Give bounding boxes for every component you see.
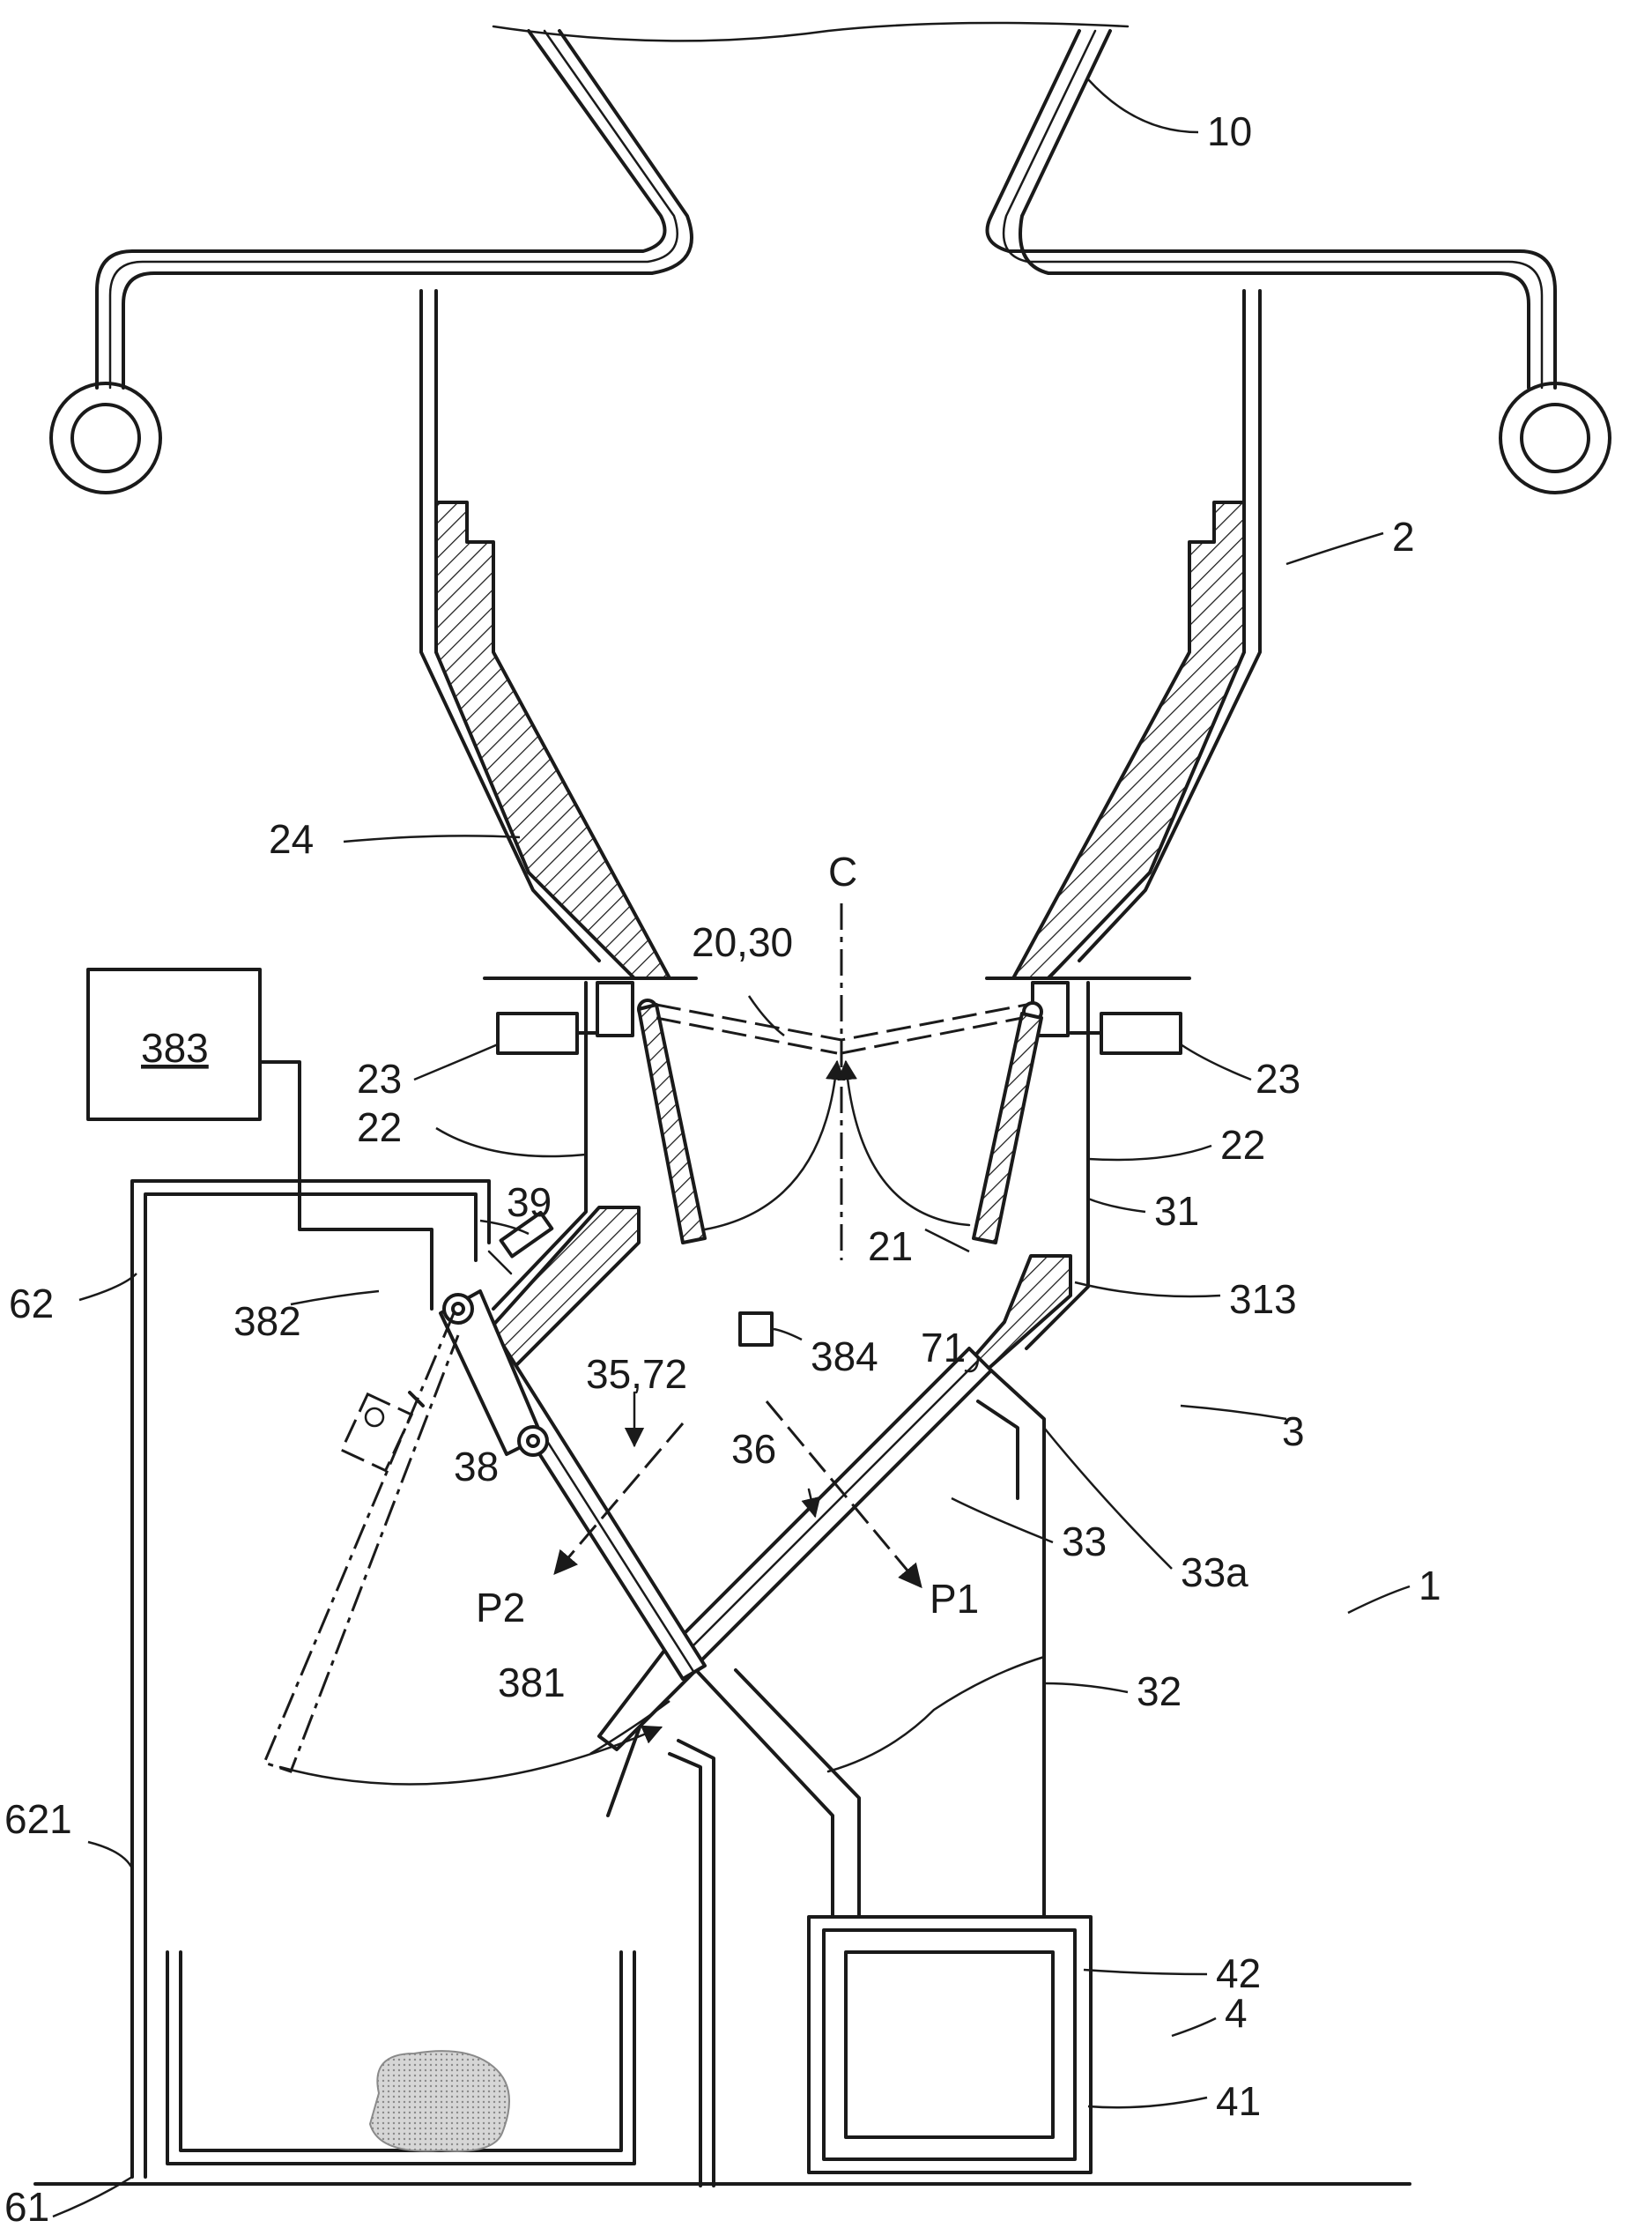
label-313: 313 <box>1229 1276 1297 1322</box>
bin-4 <box>809 1917 1091 2172</box>
label-4: 4 <box>1225 1990 1248 2036</box>
label-61: 61 <box>4 2184 49 2228</box>
label-35-72: 35,72 <box>586 1351 687 1397</box>
gate-right <box>974 1014 1041 1243</box>
label-10: 10 <box>1207 108 1252 154</box>
label-41: 41 <box>1216 2078 1261 2124</box>
reference-labels: 10 2 24 C 20,30 383 23 23 22 22 39 31 21… <box>4 108 1441 2228</box>
label-2: 2 <box>1392 514 1415 560</box>
actuator-right <box>1101 1014 1181 1053</box>
label-33a: 33a <box>1181 1549 1248 1595</box>
label-382: 382 <box>233 1298 301 1344</box>
label-71: 71 <box>921 1325 966 1370</box>
leader-lines <box>53 79 1410 2217</box>
label-c: C <box>828 849 857 895</box>
label-23-left: 23 <box>357 1056 402 1102</box>
upper-duct-10 <box>51 23 1610 493</box>
label-381: 381 <box>498 1660 566 1705</box>
label-20-30: 20,30 <box>692 919 793 965</box>
label-621: 621 <box>4 1796 72 1842</box>
label-62: 62 <box>9 1281 54 1326</box>
label-p2: P2 <box>476 1585 525 1630</box>
actuator-left <box>498 1014 577 1053</box>
label-23-right: 23 <box>1256 1056 1300 1102</box>
label-24: 24 <box>269 816 314 862</box>
label-1: 1 <box>1419 1563 1441 1608</box>
label-39: 39 <box>507 1179 552 1225</box>
label-383: 383 <box>141 1025 209 1071</box>
label-p1: P1 <box>930 1576 979 1622</box>
label-38: 38 <box>454 1444 499 1489</box>
chute-3 <box>480 1137 1088 2186</box>
gate-left <box>639 1005 705 1243</box>
label-31: 31 <box>1154 1188 1199 1234</box>
label-384: 384 <box>811 1333 878 1379</box>
label-22-left: 22 <box>357 1104 402 1150</box>
label-22-right: 22 <box>1220 1122 1265 1168</box>
sensor-384 <box>740 1313 772 1345</box>
label-21: 21 <box>868 1223 913 1269</box>
label-33: 33 <box>1062 1519 1107 1564</box>
waste-lump <box>370 2051 509 2151</box>
label-36: 36 <box>731 1426 776 1472</box>
label-32: 32 <box>1137 1668 1182 1714</box>
label-3: 3 <box>1282 1408 1305 1454</box>
